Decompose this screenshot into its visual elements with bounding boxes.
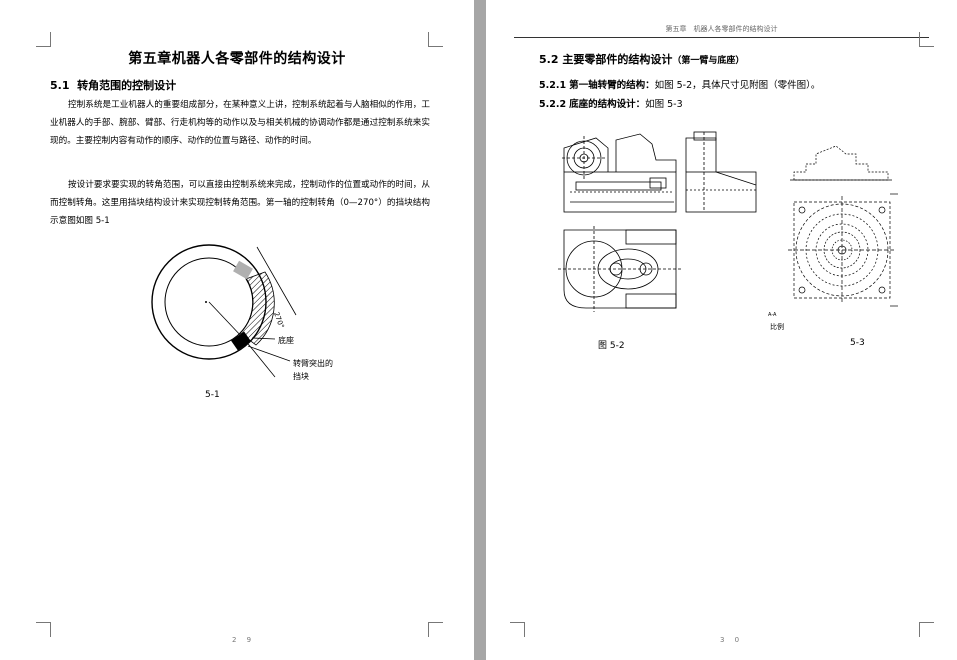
page-number-left: 2 9 — [232, 636, 256, 644]
figure-5-3-caption: 5-3 — [850, 338, 865, 348]
section-number: 5.1 — [50, 79, 70, 92]
crop-mark-bottom-right — [919, 622, 934, 637]
subsection-number: 5.2.2 — [539, 99, 567, 110]
subsection-5-2-1: 5.2.1 第一轴转臂的结构：如图 5-2，具体尺寸见附图（零件图）。 — [539, 77, 820, 91]
crop-mark-top-left — [36, 32, 51, 47]
grey-stop-block — [233, 260, 253, 280]
section-heading-5-2: 5.2 主要零部件的结构设计（第一臂与底座） — [539, 51, 744, 67]
subsection-title: 第一轴转臂的结构： — [569, 80, 655, 91]
paragraph-2-text: 按设计要求要实现的转角范围，可以直接由控制系统来完成，控制动作的位置或动作的时间… — [50, 180, 430, 226]
page-number-right: 3 0 — [720, 636, 744, 644]
label-stop-line-2: 挡块 — [293, 372, 309, 381]
section-title: 主要零部件的结构设计 — [562, 53, 673, 66]
angle-label: 270° — [272, 311, 285, 330]
angle-leader-line — [256, 246, 297, 316]
label-stop-line-1: 转臂突出的 — [293, 359, 333, 368]
chapter-title: 第五章机器人各零部件的结构设计 — [128, 51, 346, 67]
subsection-title: 底座的结构设计： — [569, 99, 646, 110]
crop-mark-bottom-right — [428, 622, 443, 637]
hatched-region — [239, 271, 275, 346]
figure-5-2-caption: 图 5-2 — [598, 341, 625, 351]
base-leader-line — [251, 337, 276, 340]
paragraph-2: 按设计要求要实现的转角范围，可以直接由控制系统来完成，控制动作的位置或动作的时间… — [50, 176, 430, 230]
black-stop-block — [231, 331, 251, 351]
section-heading-5-1: 5.1 转角范围的控制设计 — [50, 77, 176, 93]
paragraph-1-text: 控制系统是工业机器人的重要组成部分，在某种意义上讲，控制系统起着与人脑相似的作用… — [50, 100, 430, 146]
figure-5-2-arm-drawing — [558, 131, 757, 312]
figure-5-1-caption: 5-1 — [205, 390, 220, 400]
figure-5-3-small-label-2: 比例 — [770, 323, 784, 331]
stop-leader-line — [247, 345, 291, 362]
subsection-5-2-2: 5.2.2 底座的结构设计：如图 5-3 — [539, 96, 683, 110]
figure-5-1-stop-diagram: 270° — [151, 244, 297, 378]
section-suffix: （第一臂与底座） — [672, 56, 745, 66]
page-gutter — [474, 0, 486, 660]
label-base: 底座 — [278, 336, 294, 345]
section-title: 转角范围的控制设计 — [77, 79, 177, 92]
paragraph-1: 控制系统是工业机器人的重要组成部分，在某种意义上讲，控制系统起着与人脑相似的作用… — [50, 96, 430, 150]
crop-mark-top-right — [919, 32, 934, 47]
figure-5-3-small-label-1: A-A — [768, 312, 777, 318]
crop-mark-top-right — [428, 32, 443, 47]
section-number: 5.2 — [539, 53, 559, 66]
document-page-30: 第五章 机器人各零部件的结构设计 5.2 主要零部件的结构设计（第一臂与底座） … — [486, 0, 957, 660]
document-page-29: 第五章机器人各零部件的结构设计 5.1 转角范围的控制设计 控制系统是工业机器人… — [0, 0, 474, 660]
figure-5-3-base-drawing — [788, 145, 898, 307]
subsection-text: 如图 5-3 — [645, 99, 683, 110]
crop-mark-bottom-left — [36, 622, 51, 637]
running-header: 第五章 机器人各零部件的结构设计 — [514, 24, 929, 38]
subsection-text: 如图 5-2，具体尺寸见附图（零件图）。 — [654, 80, 821, 91]
crop-mark-bottom-left — [510, 622, 525, 637]
subsection-number: 5.2.1 — [539, 80, 567, 91]
